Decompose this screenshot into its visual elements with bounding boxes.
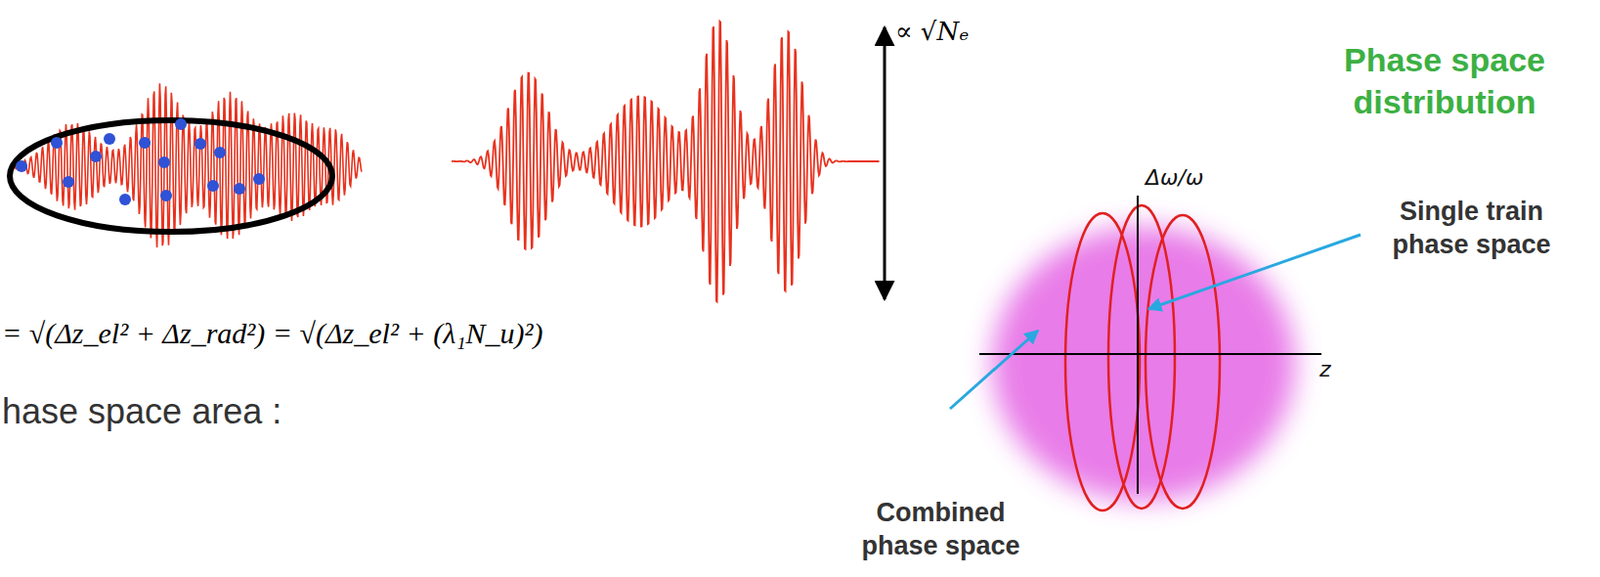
electron [174,118,187,130]
leader-arrow [950,330,1038,409]
amplitude-arrow [883,27,887,300]
electron [62,175,75,188]
amplitude-label: ∝ √Nₑ [895,15,969,48]
electron [89,150,102,163]
electron [214,146,226,159]
electron [160,189,173,202]
electron [103,132,116,145]
single-train-ellipses [1065,205,1220,511]
section-title: Phase space distribution [1317,39,1572,123]
electron [253,172,265,185]
electrons [15,118,265,206]
electron-bunch [9,120,333,232]
electron [233,182,246,195]
bunch-radiation [14,83,362,248]
electron [138,136,151,149]
axis-horizontal [979,352,1322,355]
axis-label: Δω/ω [1145,164,1204,192]
width-formula: = √(Δz_el² + Δz_rad²) = √(Δz_el² + (λ₁N_… [1,314,544,352]
electron [119,193,131,206]
phase-space-area-text: hase space area : [1,389,282,433]
electron [158,156,171,169]
electron [207,179,219,192]
callout-label: Combined phase space [860,496,1022,563]
electron [15,160,28,173]
electron [194,137,207,150]
axis-label: z [1319,355,1332,384]
leader-arrow [1148,234,1361,309]
axis-vertical [1136,195,1139,494]
combined-phase-space [992,226,1296,501]
electron [50,136,63,149]
callout-label: Single train phase space [1366,195,1577,262]
wave-train [451,21,880,303]
